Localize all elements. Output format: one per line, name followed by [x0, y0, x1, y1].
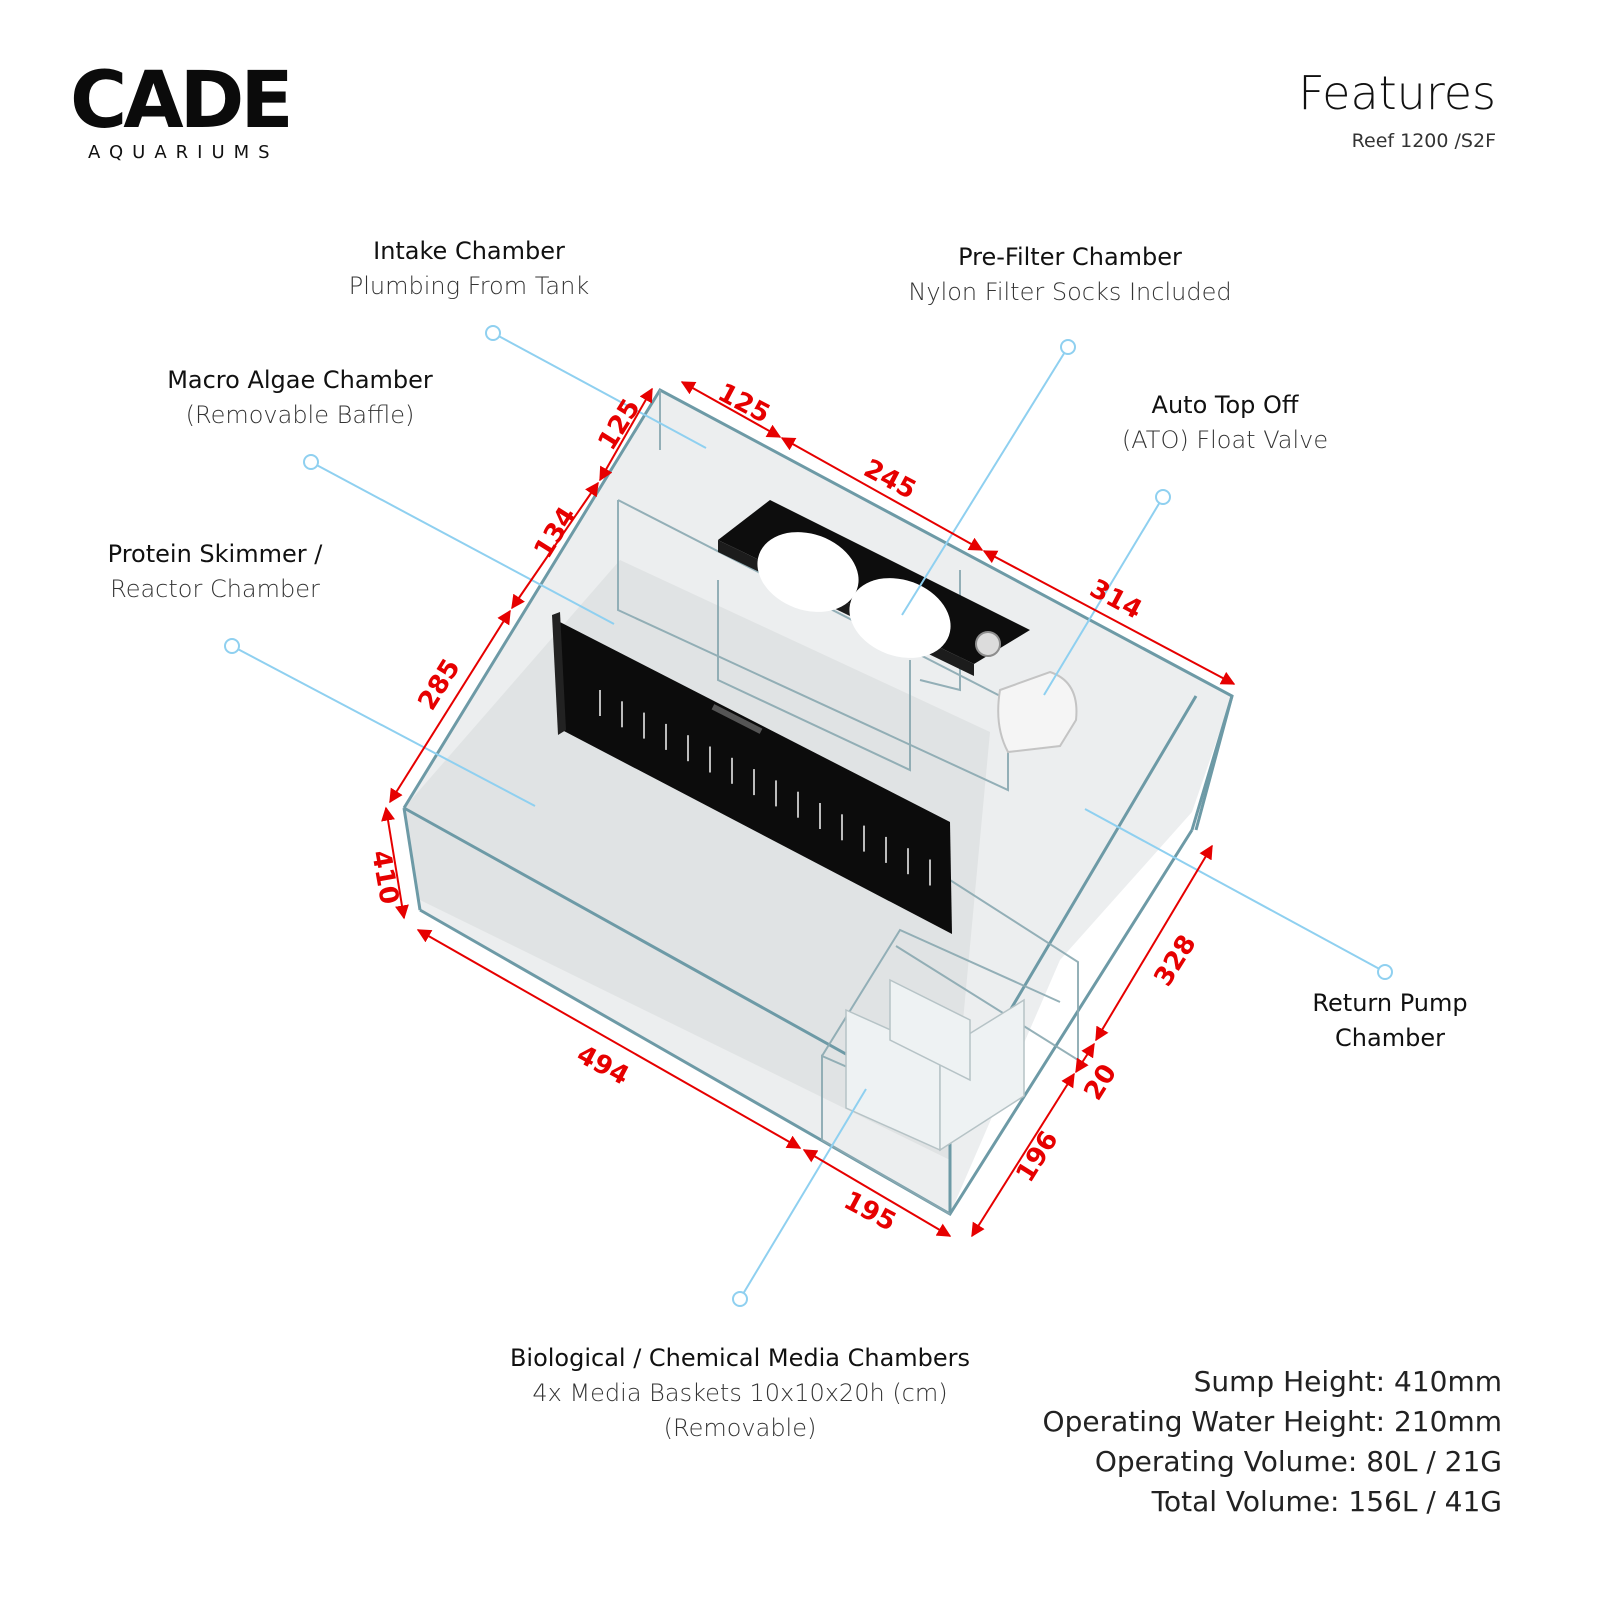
page-title: Features — [1298, 66, 1496, 120]
callout-intake: Intake Chamber Plumbing From Tank — [336, 234, 602, 304]
callout-skimmer: Protein Skimmer / Reactor Chamber — [90, 537, 340, 607]
callout-ato-title: Auto Top Off — [1151, 391, 1299, 419]
callout-ato: Auto Top Off (ATO) Float Valve — [1110, 388, 1340, 458]
dimension-arrows — [381, 381, 1236, 1238]
spec-total-volume: Total Volume: 156L / 41G — [1151, 1485, 1502, 1518]
callout-media-title: Biological / Chemical Media Chambers — [509, 1344, 971, 1372]
spec-sump-height: Sump Height: 410mm — [1193, 1365, 1502, 1398]
callout-macro: Macro Algae Chamber (Removable Baffle) — [150, 363, 450, 433]
dim-285: 285 — [412, 654, 466, 716]
callout-prefilter-sub: Nylon Filter Socks Included — [908, 278, 1232, 306]
spec-operating-volume: Operating Volume: 80L / 21G — [1094, 1445, 1502, 1478]
callout-prefilter: Pre-Filter Chamber Nylon Filter Socks In… — [890, 240, 1250, 310]
callout-intake-title: Intake Chamber — [373, 237, 565, 265]
logo-wordmark: CADE — [70, 56, 294, 146]
callout-intake-sub: Plumbing From Tank — [348, 272, 590, 300]
baffle-slots — [599, 690, 931, 886]
callout-skimmer-title: Protein Skimmer / — [107, 540, 323, 568]
callout-return: Return Pump Chamber — [1290, 986, 1490, 1056]
callout-return-title: Return Pump — [1312, 989, 1468, 1017]
callout-media-sub2: (Removable) — [663, 1414, 817, 1442]
callout-return-sub: Chamber — [1335, 1024, 1445, 1052]
callout-ato-sub: (ATO) Float Valve — [1121, 426, 1329, 454]
page-subtitle: Reef 1200 /S2F — [1351, 130, 1496, 152]
spec-list: Sump Height: 410mm Operating Water Heigh… — [1043, 1362, 1502, 1522]
dim-410: 410 — [365, 848, 404, 907]
leader-dots — [224, 325, 1393, 1307]
logo-subtitle: AQUARIUMS — [88, 142, 279, 163]
dim-20: 20 — [1078, 1059, 1123, 1106]
dim-314: 314 — [1085, 574, 1147, 626]
callout-macro-title: Macro Algae Chamber — [167, 366, 433, 394]
callout-macro-sub: (Removable Baffle) — [185, 401, 415, 429]
dim-196: 196 — [1010, 1126, 1064, 1188]
dim-195: 195 — [839, 1186, 901, 1238]
spec-water-height: Operating Water Height: 210mm — [1042, 1405, 1502, 1438]
cade-logo: CADE AQUARIUMS — [70, 62, 310, 172]
callout-media: Biological / Chemical Media Chambers 4x … — [480, 1341, 1000, 1446]
callout-prefilter-title: Pre-Filter Chamber — [958, 243, 1182, 271]
callout-skimmer-sub: Reactor Chamber — [110, 575, 320, 603]
sump-floor-shade — [404, 560, 990, 1160]
callout-media-sub: 4x Media Baskets 10x10x20h (cm) — [532, 1379, 948, 1407]
